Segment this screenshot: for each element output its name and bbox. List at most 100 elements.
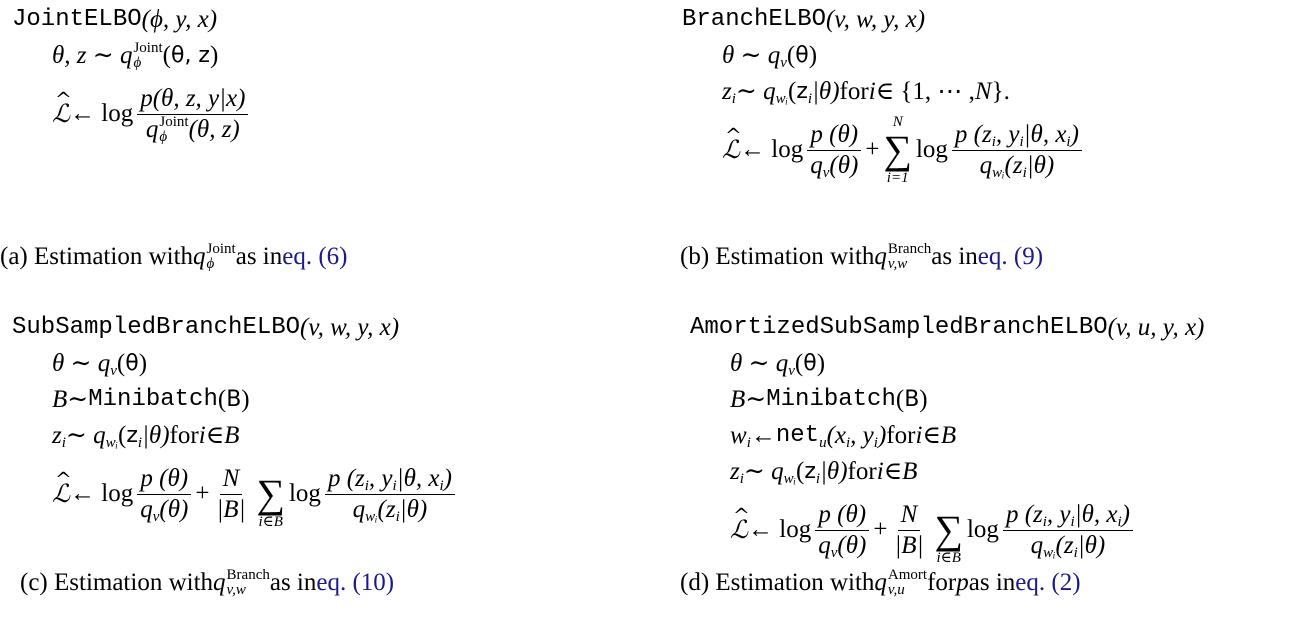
equation-link[interactable]: eq. (10) [316, 569, 395, 596]
math-text: z [722, 78, 732, 105]
math-text: θ [803, 351, 817, 376]
math-text: B [940, 422, 957, 449]
subscript: i [439, 477, 444, 494]
superscript: Branch [887, 241, 932, 257]
math-text: q [140, 495, 153, 523]
math-text: (z [1004, 151, 1023, 179]
subscript: wᵢ [1043, 544, 1056, 561]
math-text: |θ) [142, 422, 170, 449]
math-text: for [169, 422, 199, 449]
math-text: θ, z ∼ q [52, 42, 133, 69]
math-text: z [52, 422, 62, 449]
algorithm-signature: BranchELBO(v, w, y, x) [682, 2, 1086, 38]
math-text: as in [968, 569, 1016, 596]
math-text: q [810, 151, 823, 179]
subscript: i [61, 435, 66, 451]
math-text: ( [116, 350, 126, 377]
subscript: i [1019, 133, 1024, 150]
math-text: i [915, 422, 923, 449]
subscript: i [731, 91, 736, 107]
math-text: θ ∼ q [722, 42, 781, 69]
algorithm-step: B ∼ Minibatch(B) [12, 382, 459, 418]
subscript: ϕ [206, 256, 215, 272]
math-text: (θ) [159, 495, 189, 523]
math-text: B [226, 387, 242, 412]
fraction-numerator: p(θ, z, y|x) [137, 84, 249, 115]
math-text: AmortizedSubSampledBranchELBO [690, 314, 1108, 341]
math-text: , y [995, 120, 1020, 148]
subscript: i [991, 133, 996, 150]
math-text: (θ) [837, 531, 867, 559]
subscript: i [815, 471, 821, 487]
sigma-symbol: ∑ [256, 471, 285, 516]
math-text: ) [919, 386, 928, 413]
hat-accent: ^ [733, 503, 750, 527]
summation: ∑i∈B [934, 494, 963, 567]
l-hat-symbol: ℒ^ [730, 490, 750, 570]
math-text: log [915, 136, 948, 163]
subscript: wᵢ [992, 164, 1005, 181]
fraction-numerator: p (θ) [807, 120, 862, 151]
math-text: B [730, 386, 746, 413]
l-hat-symbol: ℒ^ [52, 454, 72, 534]
math-text: net [775, 422, 820, 449]
subscript: i [1117, 513, 1122, 530]
math-text: BranchELBO [682, 6, 827, 33]
subscript: v [788, 363, 795, 379]
equation-link[interactable]: eq. (6) [282, 243, 348, 270]
math-text: ) [808, 42, 818, 69]
subscript: i [1066, 133, 1071, 150]
summation: N∑i=1 [883, 114, 912, 186]
fraction-numerator: p (θ) [137, 464, 192, 495]
subscript: i [846, 435, 851, 451]
math-text: ) [1070, 120, 1079, 148]
math-text: B [52, 386, 68, 413]
math-text: log [966, 516, 999, 543]
subscript: i [1042, 513, 1047, 530]
fraction: N|B| [213, 464, 248, 525]
equation-link[interactable]: eq. (9) [977, 243, 1044, 270]
math-text: ∈ [883, 458, 903, 485]
math-text: (ϕ, y, x) [141, 6, 218, 33]
subscript: v [780, 55, 787, 71]
subscript: v,w [226, 582, 246, 598]
math-text: ( [118, 422, 127, 449]
math-text: θ [125, 351, 139, 376]
sigma-symbol: ∑ [934, 507, 963, 552]
math-text: , y [850, 422, 874, 449]
math-text: ( [794, 350, 804, 377]
math-text: q [874, 569, 887, 596]
fraction-numerator: N [897, 500, 921, 531]
math-text: p (z [1005, 500, 1043, 528]
math-text: ← [750, 422, 776, 449]
math-text: ← log [70, 100, 134, 127]
equation-link[interactable]: eq. (2) [1015, 569, 1081, 596]
math-text: |θ) [1026, 151, 1055, 179]
math-text: Minibatch [766, 386, 896, 413]
math-text: (z [1055, 531, 1074, 559]
math-text: as in [269, 569, 317, 596]
algorithm-signature: JointELBO(ϕ, y, x) [12, 2, 252, 38]
math-text: p (θ) [140, 464, 189, 492]
superscript: Joint [133, 40, 163, 56]
math-text: ∼ [67, 386, 89, 413]
superscript: Joint [206, 241, 236, 257]
math-text: log [288, 480, 321, 507]
fraction-denominator: |B| [891, 531, 926, 561]
math-text: p (θ) [818, 500, 867, 528]
